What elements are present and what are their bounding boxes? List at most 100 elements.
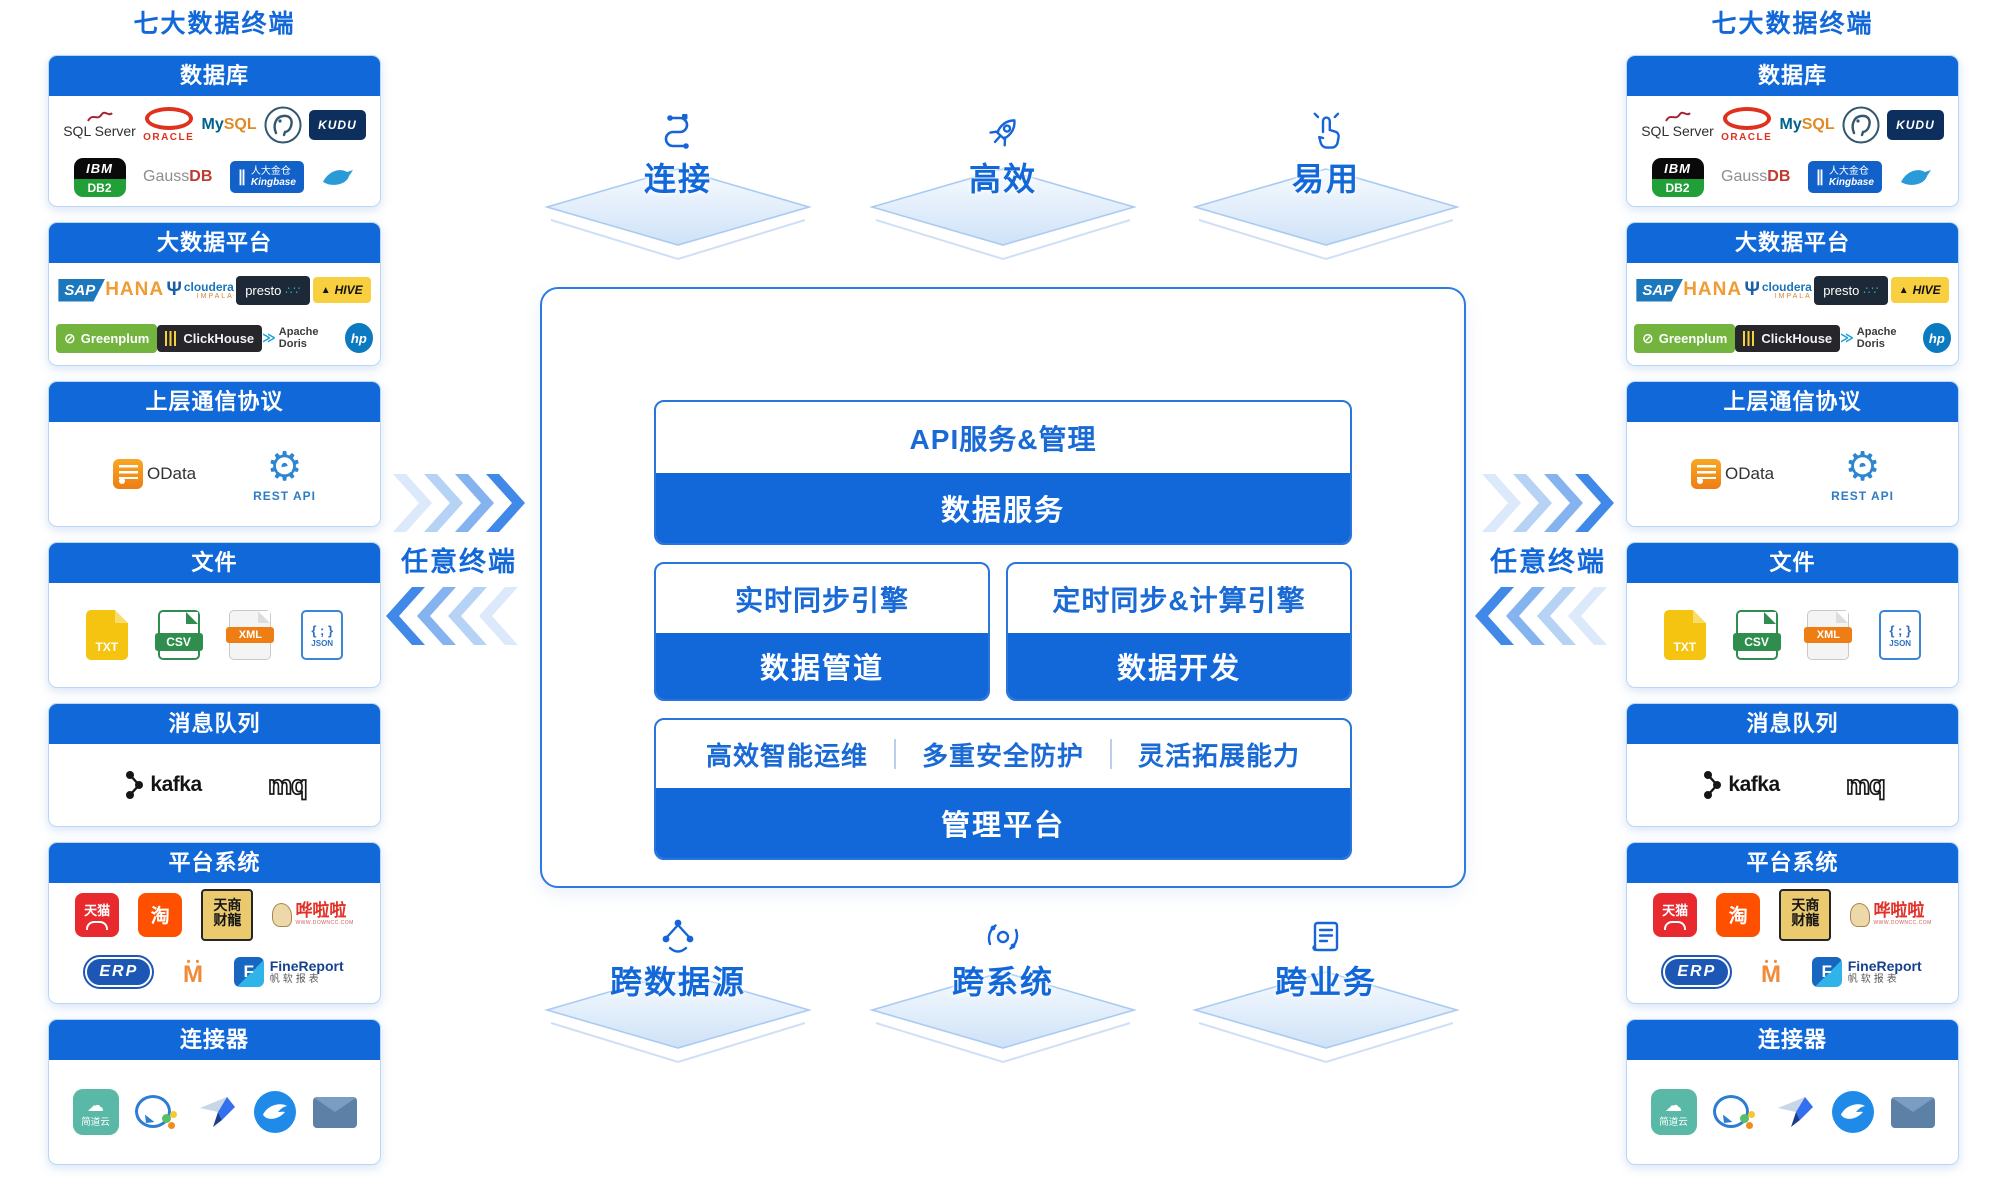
diamond: 跨系统: [868, 964, 1138, 1065]
arrow-chevrons-right: [393, 474, 525, 532]
taobao-logo: 淘: [138, 892, 183, 937]
wecom-logo: [1713, 1093, 1757, 1132]
gaussdb-logo: GaussDB: [1721, 168, 1791, 185]
greenplum-logo: ⊘Greenplum: [1634, 323, 1736, 353]
taobao-logo: 淘: [1716, 892, 1761, 937]
feature-cross-datasource: 跨数据源: [543, 915, 813, 1065]
mail-logo: [1890, 1096, 1935, 1128]
greenplum-logo: ⊘Greenplum: [56, 323, 158, 353]
mq-logo: mq: [267, 769, 308, 801]
section-title: 文件: [49, 543, 380, 583]
diamond-shape: [1192, 971, 1460, 1064]
section-body: kafka mq: [1627, 744, 1958, 826]
bird-logo: [321, 164, 355, 190]
feishu-logo: [1774, 1095, 1816, 1129]
wecom-logo: [135, 1093, 179, 1132]
rest-api-logo: ⚙☁REST API: [1831, 445, 1895, 503]
section-title: 连接器: [1627, 1020, 1958, 1060]
feature-label: 高效: [968, 161, 1037, 197]
postgresql-logo: [1842, 106, 1880, 144]
jiandaoyun-logo: ☁简道云: [72, 1089, 119, 1135]
section-title: 连接器: [49, 1020, 380, 1060]
csv-file-logo: CSV: [1732, 610, 1781, 660]
terminal-column-title: 七大数据终端: [133, 10, 296, 38]
odata-logo: OData: [1690, 459, 1774, 489]
mysql-logo: MySQL: [201, 116, 257, 133]
kafka-logo: kafka: [1700, 769, 1780, 801]
feature-cross-business: 跨业务: [1191, 915, 1461, 1065]
hp-logo: hp: [344, 323, 373, 353]
tianshang-logo: 天商财龍: [201, 888, 254, 941]
diamond-shape: [544, 168, 812, 261]
diamond: 跨业务: [1191, 964, 1461, 1065]
logo-row: ☁简道云: [54, 1063, 375, 1161]
mq-logo: mq: [1845, 769, 1886, 801]
rocket-icon: [989, 119, 1016, 147]
mingdao-logo: ••M: [183, 956, 205, 988]
sqlserver-logo: SQL Server: [63, 111, 136, 139]
section-title: 平台系统: [1627, 843, 1958, 883]
presto-logo: presto∴∵: [236, 275, 311, 305]
diamond-shape: [869, 168, 1137, 261]
feature-label: 易用: [1291, 161, 1360, 197]
mail-logo: [312, 1096, 357, 1128]
hive-logo: ▲HIVE: [312, 277, 371, 303]
data-service-module: API服务&管理 数据服务: [654, 400, 1352, 545]
separator: [893, 739, 896, 769]
module-title: 实时同步引擎: [734, 584, 909, 616]
txt-file-logo: TXT: [85, 610, 128, 660]
odata-logo: OData: [112, 459, 196, 489]
section-title: 上层通信协议: [49, 382, 380, 422]
left-arrow-zone: 任意终端: [386, 472, 530, 647]
platform-core-box: API服务&管理 数据服务 实时同步引擎 数据管道 定时同步&计算引擎 数据开发…: [540, 287, 1466, 888]
section-title: 平台系统: [49, 843, 380, 883]
arrow-chevrons-left: [386, 587, 518, 645]
clickhouse-logo: ClickHouse: [1735, 324, 1841, 352]
gaussdb-logo: GaussDB: [143, 168, 213, 185]
any-terminal-label: 任意终端: [1490, 547, 1606, 577]
apache-doris-logo: ≫Apache Doris: [1840, 326, 1897, 350]
module-bar: 数据服务: [656, 473, 1350, 543]
section-title: 消息队列: [49, 704, 380, 744]
bird-logo: [1899, 164, 1933, 190]
mysql-logo: MySQL: [1779, 116, 1835, 133]
data-pipeline-module: 实时同步引擎 数据管道: [654, 562, 990, 701]
postgresql-logo: [264, 106, 302, 144]
kudu-logo: KUDU: [309, 110, 366, 140]
tmall-logo: 天猫: [75, 892, 120, 937]
arrow-chevrons-right: [1482, 474, 1614, 532]
apache-doris-logo: ≫Apache Doris: [262, 326, 319, 350]
orbit-icon: [987, 924, 1019, 950]
section-panel-7: 连接器 ☁简道云: [48, 1019, 381, 1165]
txt-file-logo: TXT: [1663, 610, 1706, 660]
tmall-logo: 天猫: [1653, 892, 1698, 937]
oracle-logo: ORACLE: [1721, 107, 1772, 143]
rest-api-logo: ⚙☁REST API: [253, 445, 317, 503]
mgmt-item: 多重安全防护: [921, 740, 1084, 771]
diamond: 高效: [868, 161, 1138, 262]
